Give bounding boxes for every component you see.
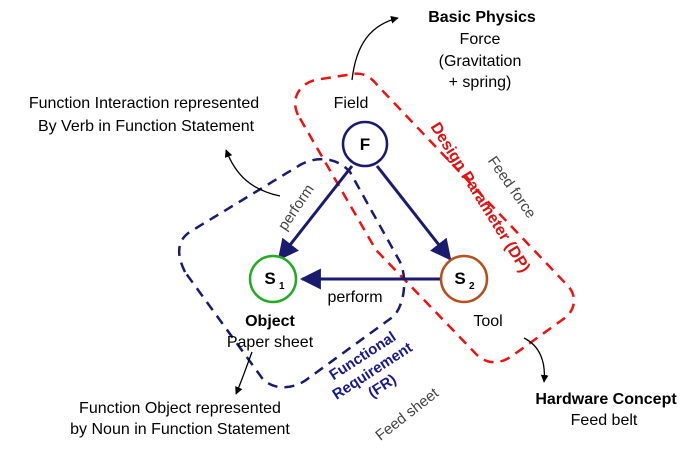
edge-field-to-tool [375,165,452,261]
function-object-pointer [235,351,253,395]
basic-physics-line2: (Gravitation [439,53,522,70]
field-label: Field [334,95,369,112]
basic-physics-pointer [351,15,399,81]
tool-node-subscript: 2 [469,281,475,292]
hardware-concept-title: Hardware Concept [535,391,677,408]
object-node-subscript: 1 [279,281,285,292]
function-object-line2: by Noun in Function Statement [70,421,290,438]
basic-physics-line1: Force [460,31,501,48]
tool-node-letter: S [454,269,465,288]
object-sublabel: Paper sheet [227,334,314,351]
hardware-concept-pointer [523,337,549,383]
function-object-line1: Function Object represented [79,400,281,417]
object-node-letter: S [264,269,275,288]
edge-field-to-object [277,165,354,261]
function-interaction-pointer [224,149,281,197]
hardware-concept-subtitle: Feed belt [571,412,638,429]
tool-node [439,254,489,304]
edge-left-label: perform [275,181,318,233]
field-node-letter: F [360,135,370,154]
object-label: Object [245,313,295,330]
design-parameter-region [293,72,576,364]
functional-requirement-region [177,157,406,389]
object-node [248,254,298,304]
field-node [341,120,389,168]
function-interaction-line2: By Verb in Function Statement [38,118,255,135]
edge-bottom-label: perform [327,289,382,306]
function-interaction-line1: Function Interaction represented [29,95,259,112]
tool-label: Tool [473,313,502,330]
basic-physics-line3: + spring) [449,74,512,91]
basic-physics-title: Basic Physics [428,9,536,26]
